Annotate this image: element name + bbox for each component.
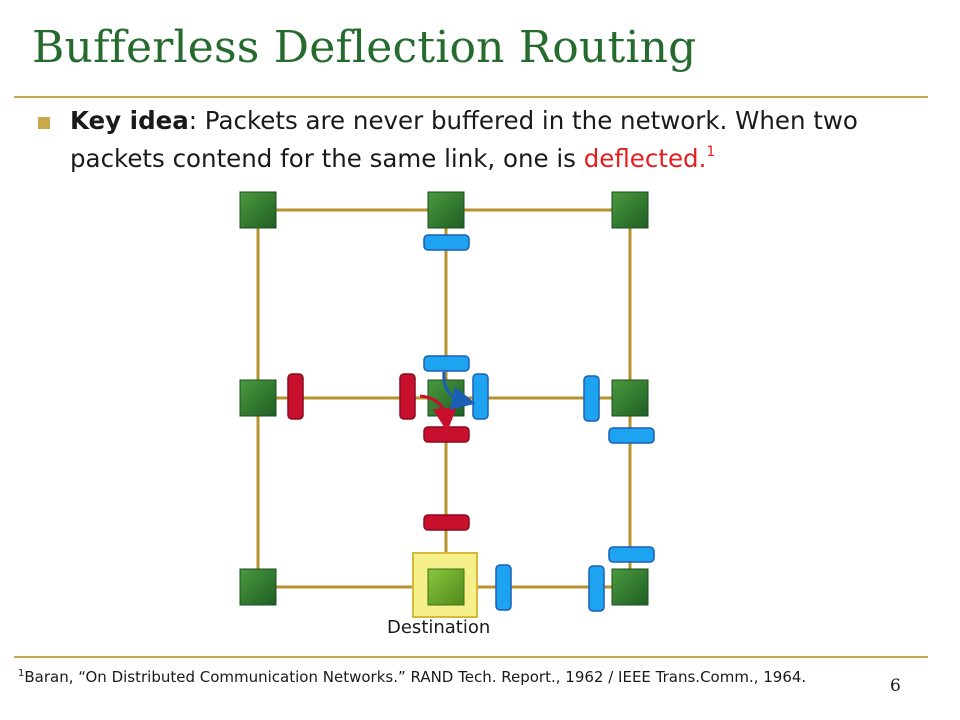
footnote: 1Baran, “On Distributed Communication Ne… bbox=[18, 668, 806, 686]
router-1-0 bbox=[239, 379, 277, 417]
blue-packet bbox=[588, 565, 605, 612]
router-2-0 bbox=[239, 568, 277, 606]
router-1-2 bbox=[611, 379, 649, 417]
footnote-text: Baran, “On Distributed Communication Net… bbox=[24, 668, 807, 686]
footnote-marker: 1 bbox=[18, 668, 25, 679]
blue-packet bbox=[423, 355, 470, 372]
winning-packet-arrow-icon bbox=[442, 371, 476, 411]
footer-divider bbox=[14, 656, 928, 658]
red-packet bbox=[399, 373, 416, 420]
red-packets bbox=[287, 373, 470, 531]
blue-packet bbox=[608, 427, 655, 444]
bullet-square-icon bbox=[38, 117, 50, 129]
blue-packet bbox=[583, 375, 600, 422]
destination-router bbox=[427, 568, 465, 606]
red-packet bbox=[287, 373, 304, 420]
deflection-arrow-icon bbox=[419, 394, 457, 432]
blue-packet bbox=[423, 234, 470, 251]
slide-title: Bufferless Deflection Routing bbox=[32, 22, 697, 73]
blue-packet bbox=[495, 564, 512, 611]
router-0-0 bbox=[239, 191, 277, 229]
key-idea-text: : Packets are never buffered in the netw… bbox=[70, 106, 858, 173]
key-idea-bullet: Key idea: Packets are never buffered in … bbox=[70, 102, 950, 182]
title-divider bbox=[14, 96, 928, 98]
key-idea-label: Key idea bbox=[70, 106, 189, 135]
deflected-word: deflected. bbox=[583, 144, 707, 173]
red-packet bbox=[423, 426, 470, 443]
blue-packet bbox=[608, 546, 655, 563]
destination-label: Destination bbox=[387, 617, 491, 638]
router-0-1 bbox=[427, 191, 465, 229]
page-number: 6 bbox=[890, 676, 901, 696]
footnote-ref: 1 bbox=[706, 144, 716, 160]
router-0-2 bbox=[611, 191, 649, 229]
router-2-2 bbox=[611, 568, 649, 606]
blue-packet bbox=[472, 373, 489, 420]
red-packet bbox=[423, 514, 470, 531]
